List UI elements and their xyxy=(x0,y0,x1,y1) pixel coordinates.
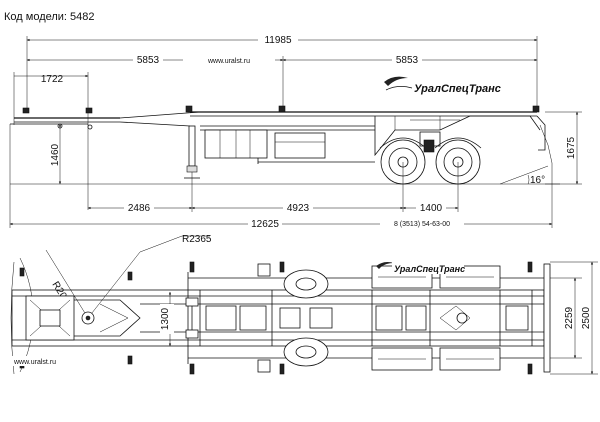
dim-front-overhang-label: 1722 xyxy=(41,74,64,85)
chassis-frame-side xyxy=(10,105,553,210)
url-bottom: www.uralst.ru xyxy=(13,359,56,366)
dim-overall-length-label: 12625 xyxy=(251,219,279,230)
brand-name-bottom: УралСпецТранс xyxy=(394,264,465,274)
dim-width-front-label: 1300 xyxy=(160,307,171,330)
dim-axle-spread-label: 1400 xyxy=(420,203,443,214)
dim-width-inner-label: 2259 xyxy=(564,306,575,329)
dim-swing-radius-1-label: R2365 xyxy=(182,234,212,245)
url-top: www.uralst.ru xyxy=(207,58,250,65)
dim-half-spans: 5853 www.uralst.ru 5853 xyxy=(26,53,538,112)
dim-coupling-height-label: 1460 xyxy=(50,143,61,166)
dim-overall-length: 12625 8 (3513) 54-63-00 xyxy=(9,124,553,230)
dim-angle: 16° xyxy=(499,165,549,186)
dim-overall-top-label: 11985 xyxy=(264,35,292,46)
phone-number: 8 (3513) 54-63-00 xyxy=(394,221,450,228)
dim-coupling-height: 1460 xyxy=(50,123,62,185)
axle-wheels-top xyxy=(257,263,501,373)
dim-left-half-label: 5853 xyxy=(137,55,160,66)
dim-kingpin-to-leg-label: 2486 xyxy=(128,203,151,214)
dim-rear-height: 1675 xyxy=(545,111,582,185)
dim-angle-label: 16° xyxy=(530,175,545,186)
axle-wheels-side xyxy=(379,137,482,212)
dim-leg-to-axle-label: 4923 xyxy=(287,203,310,214)
dim-width-overall-label: 2500 xyxy=(581,306,592,329)
model-code-label: Код модели: 5482 xyxy=(4,11,95,23)
dim-front-overhang: 1722 xyxy=(13,72,89,125)
brand-name-top: УралСпецТранс xyxy=(414,83,501,95)
dim-rear-height-label: 1675 xyxy=(566,136,577,159)
side-view: 11985 5853 www.uralst.ru 5853 1722 xyxy=(9,33,582,230)
landing-gear-side xyxy=(184,125,200,179)
brand-swoosh-icon xyxy=(384,76,408,86)
dim-width-overall: 2500 xyxy=(550,261,598,375)
dim-width-front: 1300 xyxy=(160,291,174,347)
brand-logo-bottom: УралСпецТранс xyxy=(376,262,465,274)
dim-width-inner: 2259 xyxy=(550,277,582,359)
top-view: R2365 R2040 xyxy=(10,234,598,375)
brand-logo-top: УралСпецТранс xyxy=(384,76,501,95)
dim-overall-top: 11985 xyxy=(26,33,538,112)
chassis-frame-top xyxy=(11,261,551,375)
brand-swoosh-icon-bottom xyxy=(376,262,394,269)
landing-gear-top xyxy=(185,297,199,339)
dim-right-half-label: 5853 xyxy=(396,55,419,66)
dim-bottom-chain: 2486 4923 1400 xyxy=(87,178,459,214)
